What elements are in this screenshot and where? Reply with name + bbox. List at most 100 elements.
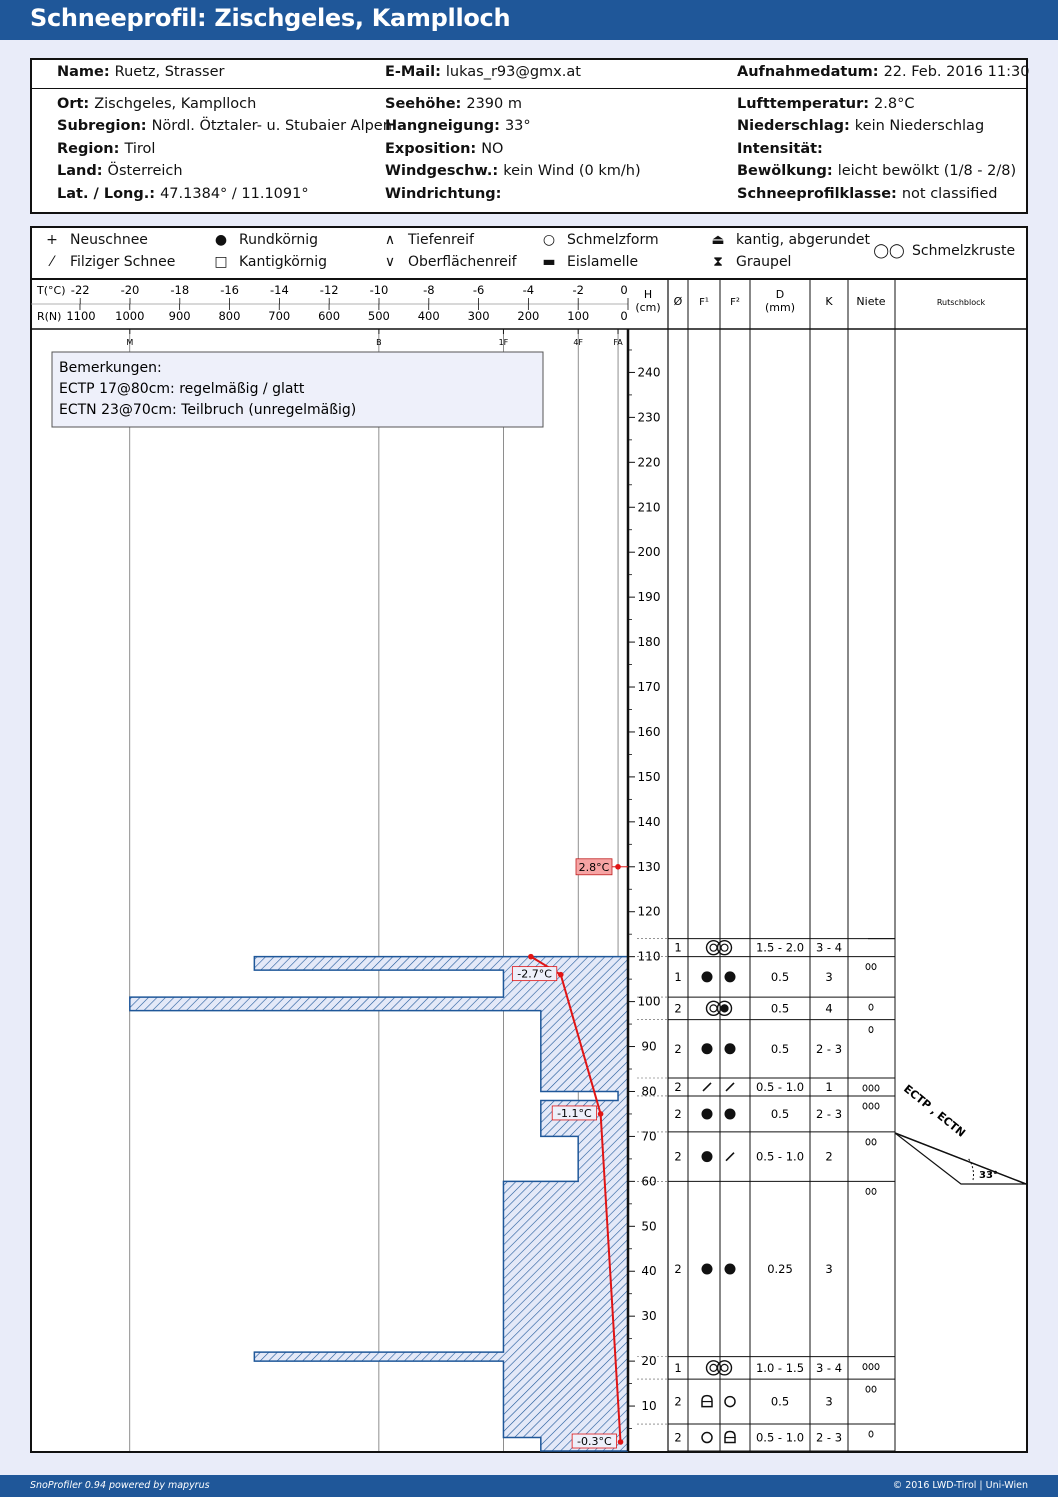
height-tick-label: 20 [641,1354,656,1368]
layer-grain-size: 0.25 [767,1262,793,1276]
layer-grain-size: 0.5 [771,1107,789,1121]
filled-circle-icon: ● [214,232,228,248]
grain-symbol-schmelzkruste [705,1360,733,1376]
temperature-label-box [551,1105,598,1121]
height-tick-label: 40 [641,1264,656,1278]
f1-header: F¹ [699,297,709,308]
height-tick-label: 180 [638,635,661,649]
d-unit-header: (mm) [765,301,795,314]
legend-kantig-abgerundet: ⏏kantig, abgerundet [706,232,870,248]
niete-mark [868,1102,874,1110]
height-tick-label: 140 [638,815,661,829]
resistance-tick-label: 100 [567,309,589,323]
layer-grain-size: 0.5 - 1.0 [756,1150,804,1164]
legend-kantig: □Kantigkörnig [209,254,327,270]
height-tick-label: 190 [638,590,661,604]
temperature-label: -2.7°C [517,968,552,981]
circle-icon: ○ [542,232,556,248]
layer-hardness: 3 [825,1395,832,1409]
hardness-code-label: 4F [573,338,583,347]
temp-tick-label: -8 [423,283,434,297]
layer-grain-size: 1.0 - 1.5 [756,1361,804,1375]
height-tick-label: 240 [638,365,661,379]
field-wind: Windgeschw.:kein Wind (0 km/h) [385,163,641,179]
layer-phi: 1 [674,1361,681,1375]
resistance-tick-label: 600 [318,309,340,323]
field-windrichtung: Windrichtung: [385,186,502,202]
grain-symbol-rund [701,1108,713,1120]
layer-hardness: 3 [825,970,832,984]
field-latlong: Lat. / Long.:47.1384° / 11.1091° [57,186,309,202]
height-tick-label: 230 [638,410,661,424]
height-tick-label: 130 [638,860,661,874]
layer-phi: 1 [674,941,681,955]
niete-mark [871,963,877,971]
layer-hardness: 3 - 4 [816,941,842,955]
resistance-tick-label: 400 [418,309,440,323]
layer-phi: 2 [674,1001,681,1015]
rutschblock-header: Rutschblock [937,298,986,307]
niete-mark [865,1138,871,1146]
niete-mark [871,1385,877,1393]
niete-mark [865,1385,871,1393]
field-seehoehe: Seehöhe:2390 m [385,96,522,112]
field-lufttemp: Lufttemperatur:2.8°C [737,96,915,112]
field-subregion: Subregion:Nördl. Ötztaler- u. Stubaier A… [57,118,392,134]
layer-phi: 1 [674,970,681,984]
resistance-axis-label: R(N) [37,310,61,323]
niete-mark [868,1363,874,1371]
layer-grain-size: 0.5 - 1.0 [756,1431,804,1445]
remarks-line: ECTN 23@70cm: Teilbruch (unregelmäßig) [59,402,356,418]
temp-tick-label: -20 [121,283,140,297]
legend-schmelzkruste: ◯◯Schmelzkruste [873,243,1016,259]
niete-mark [874,1363,880,1371]
footer-copyright: © 2016 LWD-Tirol | Uni-Wien [892,1480,1028,1491]
layer-phi: 2 [674,1150,681,1164]
field-intensitaet: Intensität: [737,141,823,157]
stability-slope [894,1132,1027,1185]
grain-symbol-kantig_abgerundet [701,1394,713,1408]
niete-mark [871,1138,877,1146]
footer-software: SnoProfiler 0.94 powered by mapyrus [30,1480,210,1491]
niete-mark [865,1187,871,1195]
grain-symbol-filzig [725,1152,735,1162]
legend-schmelzform: ○Schmelzform [537,232,659,248]
grain-symbol-schmelzkruste [705,1000,733,1017]
layer-hardness: 2 - 3 [816,1431,842,1445]
temp-tick-label: -16 [220,283,239,297]
air-temp-label: 2.8°C [579,861,610,874]
niete-mark [868,1084,874,1092]
temperature-label-box [571,1433,617,1449]
resistance-tick-label: 900 [169,309,191,323]
height-tick-label: 50 [641,1219,656,1233]
layer-grain-size: 0.5 [771,1001,789,1015]
field-ort: Ort:Zischgeles, Kamplloch [57,96,257,112]
niete-mark [868,1026,874,1034]
niete-mark [862,1102,868,1110]
grain-symbol-rund [724,1108,736,1120]
grain-legend: +Neuschnee ⁄Filziger Schnee ●Rundkörnig … [30,226,1028,279]
temp-tick-label: -14 [270,283,289,297]
footer-bar: SnoProfiler 0.94 powered by mapyrus © 20… [0,1475,1058,1497]
layer-grain-size: 0.5 [771,1042,789,1056]
hardness-code-label: FA [613,338,623,347]
resistance-tick-label: 500 [368,309,390,323]
remarks-title: Bemerkungen: [59,360,162,376]
layer-hardness: 2 [825,1150,832,1164]
height-tick-label: 160 [638,725,661,739]
field-region: Region:Tirol [57,141,156,157]
legend-rund: ●Rundkörnig [209,232,318,248]
field-niederschlag: Niederschlag:kein Niederschlag [737,118,985,134]
resistance-tick-label: 700 [268,309,290,323]
field-bewoelkung: Bewölkung:leicht bewölkt (1/8 - 2/8) [737,163,1017,179]
height-unit-header: (cm) [635,301,660,314]
field-land: Land:Österreich [57,163,183,179]
slope-angle-label: 33° [979,1170,998,1181]
legend-filzig: ⁄Filziger Schnee [40,254,176,270]
height-tick-label: 70 [641,1129,656,1143]
height-tick-label: 120 [638,905,661,919]
plus-icon: + [46,232,58,248]
hardness-code-label: B [376,338,382,347]
layer-hardness: 2 - 3 [816,1042,842,1056]
niete-mark [862,1084,868,1092]
